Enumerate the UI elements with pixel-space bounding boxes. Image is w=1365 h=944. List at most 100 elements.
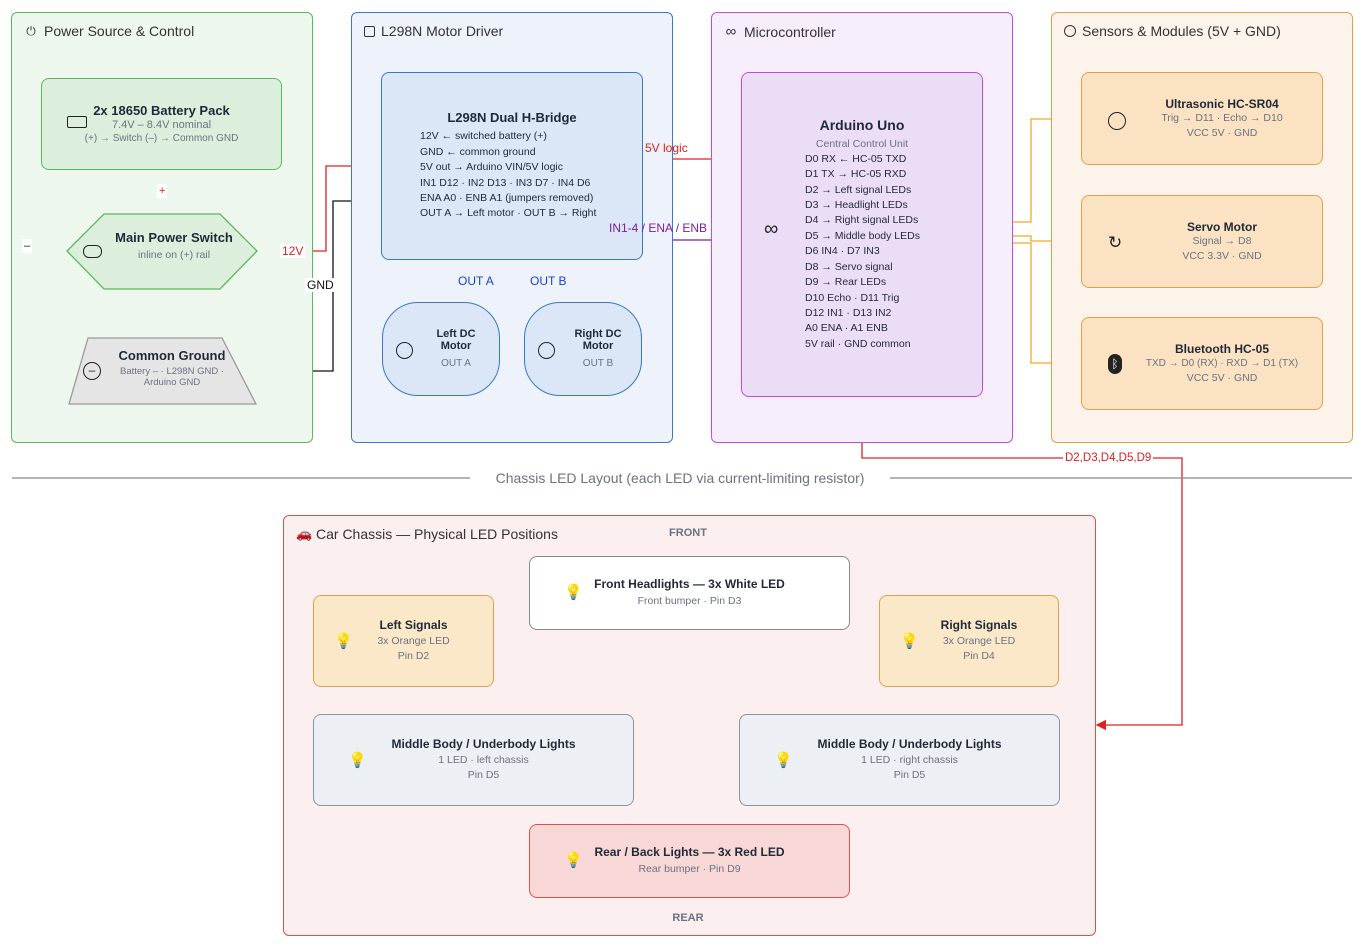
infinity-icon: ∞ xyxy=(764,218,779,240)
right-signals-node[interactable]: Right Signals 3x Orange LED Pin D4 💡 xyxy=(879,595,1059,687)
right-motor-sub: OUT B xyxy=(582,357,614,369)
left-motor-node[interactable]: Left DC Motor OUT A xyxy=(382,302,500,396)
battery-icon xyxy=(67,116,87,128)
battery-node[interactable]: 2x 18650 Battery Pack 7.4V – 8.4V nomina… xyxy=(41,78,282,170)
wire-label-minus: – xyxy=(22,239,33,253)
servo-sub2: VCC 3.3V · GND xyxy=(1182,249,1262,262)
right-motor-title: Right DC Motor xyxy=(574,327,622,352)
arduino-line: D3 → Headlight LEDs xyxy=(805,199,908,212)
middle-left-node[interactable]: Middle Body / Underbody Lights 1 LED · l… xyxy=(313,714,634,806)
chassis-group-title: 🚗 Car Chassis — Physical LED Positions xyxy=(296,526,558,542)
divider-label: Chassis LED Layout (each LED via current… xyxy=(495,470,865,486)
middle-right-sub2: Pin D5 xyxy=(893,769,926,781)
lightbulb-icon: 💡 xyxy=(334,633,353,650)
ground-title: Common Ground xyxy=(118,348,226,363)
arduino-line: D5 → Middle body LEDs xyxy=(805,229,920,242)
driver-title: L298N Dual H-Bridge xyxy=(447,110,577,126)
bluetooth-sub1: TXD → D0 (RX) · RXD → D1 (TX) xyxy=(1145,357,1299,369)
car-icon: 🚗 xyxy=(296,526,313,541)
right-motor-node[interactable]: Right DC Motor OUT B xyxy=(524,302,642,396)
battery-title: 2x 18650 Battery Pack xyxy=(93,103,230,118)
arduino-line: D0 RX ← HC-05 TXD xyxy=(805,152,907,165)
switch-sub: inline on (+) rail xyxy=(137,249,211,261)
rear-lights-node[interactable]: Rear / Back Lights — 3x Red LED Rear bum… xyxy=(529,824,850,898)
driver-group-title: L298N Motor Driver xyxy=(364,23,503,39)
sensor-group-title: Sensors & Modules (5V + GND) xyxy=(1064,23,1281,39)
arduino-line: D10 Echo · D11 Trig xyxy=(805,291,900,304)
left-signals-sub1: 3x Orange LED xyxy=(377,635,450,647)
headlights-sub: Front bumper · Pin D3 xyxy=(637,595,742,607)
middle-left-sub2: Pin D5 xyxy=(467,769,500,781)
right-signals-sub2: Pin D4 xyxy=(963,650,995,662)
right-signals-sub1: 3x Orange LED xyxy=(942,635,1016,647)
driver-node[interactable]: L298N Dual H-Bridge 12V ← switched batte… xyxy=(381,72,643,260)
driver-line: GND ← common ground xyxy=(420,145,536,158)
left-motor-title: Left DC Motor xyxy=(436,327,476,352)
rear-lights-title: Rear / Back Lights — 3x Red LED xyxy=(594,845,785,859)
driver-line: 5V out → Arduino VIN/5V logic xyxy=(420,161,563,174)
ultrasonic-title: Ultrasonic HC-SR04 xyxy=(1165,96,1279,111)
lightbulb-icon: 💡 xyxy=(774,752,793,769)
arduino-line: D8 → Servo signal xyxy=(805,260,893,273)
wire-label-plus: + xyxy=(157,184,168,198)
bluetooth-title: Bluetooth HC-05 xyxy=(1175,341,1269,356)
wire-label-out-b: OUT B xyxy=(528,274,569,288)
arduino-sub: Central Control Unit xyxy=(815,137,909,150)
left-signals-sub2: Pin D2 xyxy=(397,650,430,662)
mcu-group-title: ∞ Microcontroller xyxy=(724,23,836,40)
sensor-group-label: Sensors & Modules (5V + GND) xyxy=(1082,23,1281,39)
toggle-icon xyxy=(83,245,102,258)
chassis-group-label: Car Chassis — Physical LED Positions xyxy=(316,526,558,542)
bluetooth-icon: ᛒ xyxy=(1108,354,1122,374)
power-plug-icon: ⏻ xyxy=(26,23,36,38)
driver-line: 12V ← switched battery (+) xyxy=(420,130,547,143)
driver-line: IN1 D12 · IN2 D13 · IN3 D7 · IN4 D6 xyxy=(420,176,591,189)
driver-lines: 12V ← switched battery (+) GND ← common … xyxy=(382,129,596,221)
right-signals-title: Right Signals xyxy=(940,618,1018,632)
ground-node[interactable]: Common Ground Battery – · L298N GND · Ar… xyxy=(102,348,242,388)
headlights-node[interactable]: Front Headlights — 3x White LED Front bu… xyxy=(529,556,850,630)
motor-icon xyxy=(396,342,413,359)
power-group-title: ⏻ Power Source & Control xyxy=(24,23,194,39)
switch-node[interactable]: Main Power Switch inline on (+) rail xyxy=(104,230,244,263)
arduino-line: D4 → Right signal LEDs xyxy=(805,214,919,227)
arduino-line: D1 TX → HC-05 RXD xyxy=(805,168,907,181)
rear-lights-sub: Rear bumper · Pin D9 xyxy=(638,863,741,875)
driver-line: ENA A0 · ENB A1 (jumpers removed) xyxy=(420,191,594,204)
ultrasonic-node[interactable]: Ultrasonic HC-SR04 Trig → D11 · Echo → D… xyxy=(1081,72,1323,165)
left-motor-sub: OUT A xyxy=(441,357,471,369)
switch-title: Main Power Switch xyxy=(115,230,233,245)
minus-circle-icon: – xyxy=(83,362,101,380)
arduino-line: D2 → Left signal LEDs xyxy=(805,183,912,196)
wire-label-led-bus: D2,D3,D4,D5,D9 xyxy=(1063,451,1154,465)
battery-sub2: (+) → Switch (–) → Common GND xyxy=(84,133,239,144)
servo-node[interactable]: Servo Motor Signal → D8 VCC 3.3V · GND ↻ xyxy=(1081,195,1323,288)
servo-title: Servo Motor xyxy=(1186,219,1257,234)
ground-sub: Battery – · L298N GND · Arduino GND xyxy=(119,366,224,388)
wire-label-5v-logic: 5V logic xyxy=(645,141,688,155)
driver-line: OUT A → Left motor · OUT B → Right xyxy=(420,207,597,220)
left-signals-node[interactable]: Left Signals 3x Orange LED Pin D2 💡 xyxy=(313,595,494,687)
middle-right-node[interactable]: Middle Body / Underbody Lights 1 LED · r… xyxy=(739,714,1060,806)
arduino-node[interactable]: Arduino Uno Central Control Unit D0 RX ←… xyxy=(741,72,983,397)
ultrasonic-icon xyxy=(1108,112,1126,130)
driver-group-label: L298N Motor Driver xyxy=(381,23,504,39)
wire-label-out-a: OUT A xyxy=(456,274,496,288)
arduino-line: D12 IN1 · D13 IN2 xyxy=(805,306,892,319)
ultrasonic-sub2: VCC 5V · GND xyxy=(1186,126,1258,139)
middle-left-sub1: 1 LED · left chassis xyxy=(438,754,529,766)
arduino-line: D6 IN4 · D7 IN3 xyxy=(805,245,880,258)
middle-right-title: Middle Body / Underbody Lights xyxy=(817,737,1002,751)
lightbulb-icon: 💡 xyxy=(564,852,583,869)
wire-label-12v: 12V xyxy=(280,244,306,258)
middle-right-sub1: 1 LED · right chassis xyxy=(861,754,958,766)
bluetooth-sub2: VCC 5V · GND xyxy=(1186,371,1258,384)
bluetooth-node[interactable]: Bluetooth HC-05 TXD → D0 (RX) · RXD → D1… xyxy=(1081,317,1323,410)
power-group-label: Power Source & Control xyxy=(44,23,195,39)
arduino-line: D9 → Rear LEDs xyxy=(805,276,887,289)
lightbulb-icon: 💡 xyxy=(564,584,583,601)
wire-label-gnd: GND xyxy=(305,278,336,292)
wire-label-in-bus: IN1-4 / ENA / ENB xyxy=(609,221,708,235)
mcu-group-label: Microcontroller xyxy=(744,23,836,40)
front-label: FRONT xyxy=(669,527,707,539)
